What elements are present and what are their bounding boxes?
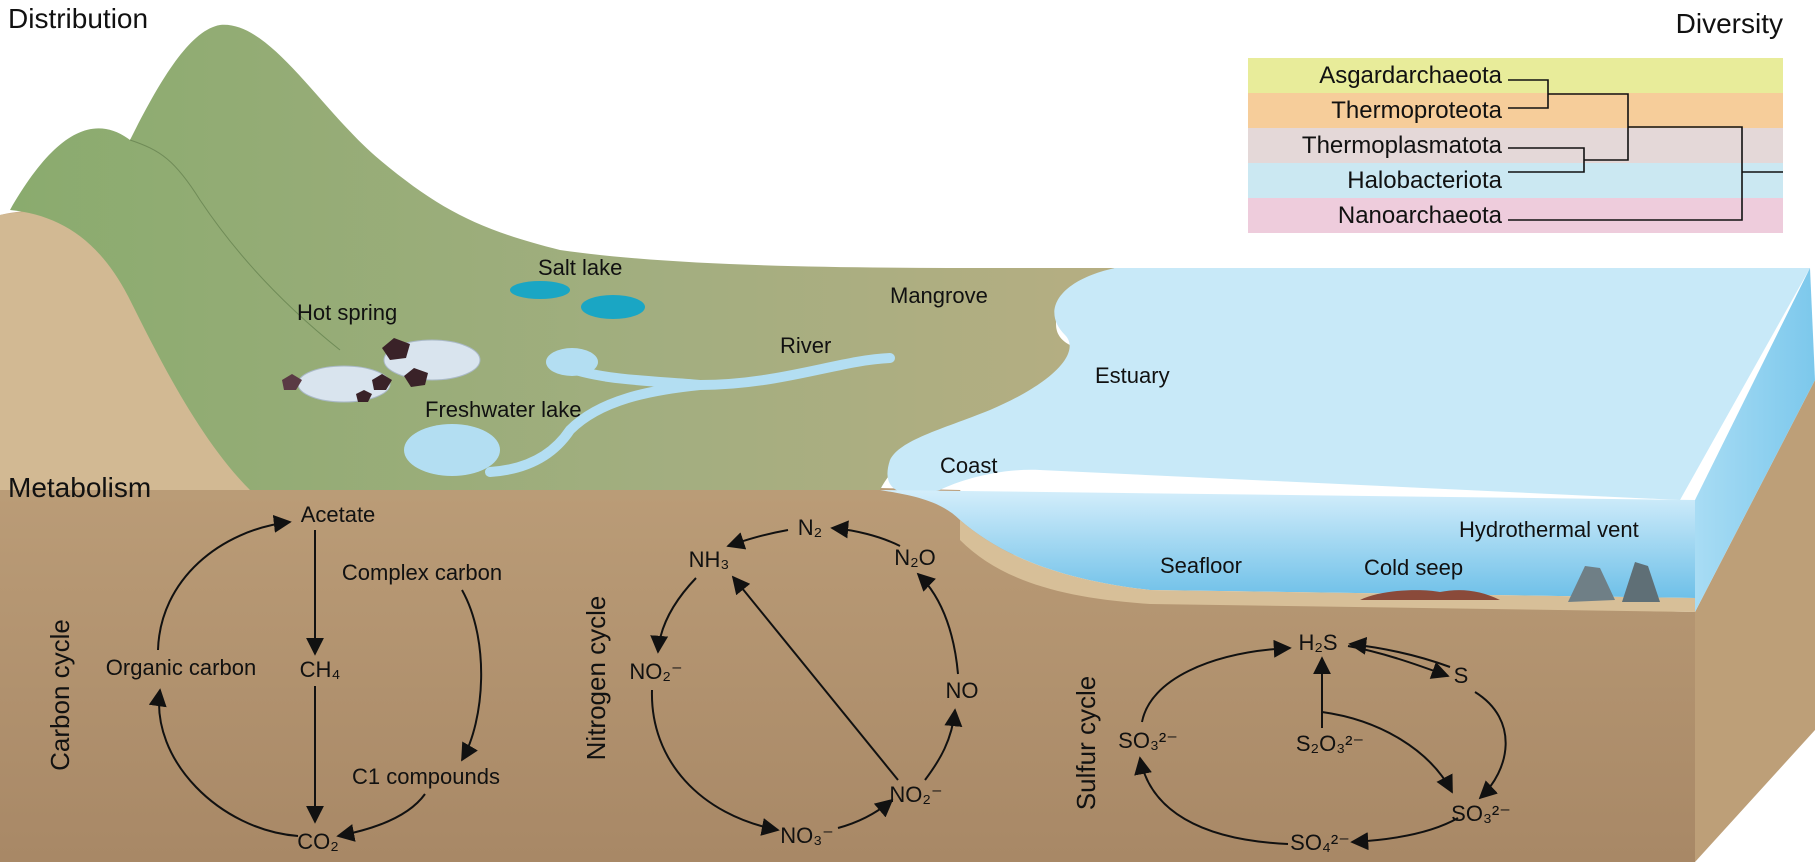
salt-lake-label: Salt lake — [538, 255, 622, 280]
carbon-cycle: Carbon cycle Acetate Complex carbon Orga… — [45, 502, 502, 854]
phylum-label-halobacteriota: Halobacteriota — [1347, 167, 1502, 194]
nitrogen-node-no2-right: NO₂⁻ — [889, 782, 942, 807]
arrow-n2-to-nh3 — [726, 529, 789, 550]
phylum-label-thermoplasmatota: Thermoplasmatota — [1302, 132, 1503, 159]
arrow-nh3-to-no2 — [650, 577, 697, 654]
phylum-band — [1248, 93, 1783, 128]
sulfur-node-h2s: H₂S — [1298, 630, 1337, 655]
phylum-label-nanoarchaeota: Nanoarchaeota — [1338, 202, 1503, 229]
sulfur-cycle: Sulfur cycle H₂S S SO₃²⁻ S₂O₃²⁻ SO₃²⁻ SO… — [1071, 630, 1511, 855]
arrow-no2-to-no3 — [650, 689, 780, 836]
sulfur-node-s: S — [1454, 663, 1469, 688]
ocean-surface — [887, 268, 1810, 500]
arrow-no2-to-nh3 — [731, 575, 899, 781]
soil-side-face — [1695, 380, 1815, 862]
carbon-node-ch4: CH₄ — [300, 657, 341, 682]
hydrothermal-vent-2 — [1622, 562, 1660, 602]
nitrogen-node-n2: N₂ — [798, 515, 822, 540]
mountain-ridge-line — [129, 139, 341, 351]
phylum-band — [1248, 58, 1783, 93]
sulfur-node-s2o3: S₂O₃²⁻ — [1296, 731, 1364, 756]
nitrogen-node-no2-left: NO₂⁻ — [629, 659, 682, 684]
freshwater-lake-large — [404, 424, 500, 476]
cold-seep-label: Cold seep — [1364, 555, 1463, 580]
arrow-so4-to-so3 — [1134, 756, 1289, 845]
freshwater-lake-small — [546, 348, 598, 376]
salt-lake-2 — [581, 295, 645, 319]
seafloor-strip — [960, 520, 1695, 612]
river-label: River — [780, 333, 831, 358]
seafloor-label: Seafloor — [1160, 553, 1242, 578]
carbon-node-co2: CO₂ — [297, 829, 339, 854]
land-surface — [10, 24, 1115, 490]
nitrogen-cycle: Nitrogen cycle N₂ NH₃ N₂O NO₂⁻ NO NO₂⁻ N… — [581, 515, 979, 848]
sulfur-node-so3-right: SO₃²⁻ — [1451, 801, 1511, 826]
arrow-s-to-so3 — [1474, 691, 1507, 800]
nitrogen-node-no3: NO₃⁻ — [780, 823, 834, 848]
carbon-cycle-title: Carbon cycle — [45, 619, 75, 771]
carbon-node-acetate: Acetate — [301, 502, 376, 527]
distribution-title: Distribution — [8, 3, 148, 34]
arrow-n2o-to-n2 — [830, 520, 901, 547]
diversity-panel: Asgardarchaeota Thermoproteota Thermopla… — [1248, 58, 1783, 233]
hot-spring-label: Hot spring — [297, 300, 397, 325]
ocean-side-face — [1695, 268, 1815, 612]
arrow-s2o3-to-so3 — [1321, 711, 1453, 794]
nitrogen-cycle-title: Nitrogen cycle — [581, 596, 611, 761]
freshwater-lake-label: Freshwater lake — [425, 397, 582, 422]
phylogenetic-tree — [1508, 79, 1783, 221]
ocean-water-body — [880, 490, 1695, 598]
arrow-no-to-n2o — [916, 572, 959, 675]
phylum-band — [1248, 163, 1783, 198]
phylum-band — [1248, 128, 1783, 163]
hydrothermal-vent-label: Hydrothermal vent — [1459, 517, 1639, 542]
sulfur-node-so3-left: SO₃²⁻ — [1118, 728, 1178, 753]
cold-seep-mound — [1360, 590, 1500, 600]
coast-label: Coast — [940, 453, 997, 478]
sulfur-cycle-arrows — [1134, 636, 1507, 851]
mangrove-label: Mangrove — [890, 283, 988, 308]
arrow-organic-to-acetate — [157, 514, 292, 651]
arrow-complex-to-c1 — [461, 589, 483, 762]
diversity-title: Diversity — [1676, 8, 1783, 39]
arrow-so3-to-so4 — [1350, 817, 1459, 851]
arrow-so3-to-h2s — [1141, 639, 1292, 723]
metabolism-title: Metabolism — [8, 472, 151, 503]
phylum-label-thermoproteota: Thermoproteota — [1331, 97, 1502, 124]
sulfur-cycle-title: Sulfur cycle — [1071, 676, 1101, 810]
sulfur-node-so4: SO₄²⁻ — [1290, 830, 1350, 855]
carbon-node-organic-carbon: Organic carbon — [106, 655, 256, 680]
estuary-label: Estuary — [1095, 363, 1170, 388]
hot-spring-rocks — [282, 338, 428, 402]
hydrothermal-vent-1 — [1568, 566, 1615, 602]
salt-lake-1 — [510, 281, 570, 299]
arrow-co2-to-organic — [148, 688, 299, 837]
nitrogen-node-n2o: N₂O — [894, 545, 936, 570]
hill-slope-section — [0, 212, 250, 490]
arrow-c1-to-co2 — [336, 793, 426, 842]
carbon-node-c1-compounds: C1 compounds — [352, 764, 500, 789]
river-channel — [485, 353, 895, 477]
arrow-s-to-h2s — [1348, 636, 1451, 668]
phylum-band — [1248, 198, 1783, 233]
phylum-label-asgardarchaeota: Asgardarchaeota — [1319, 62, 1502, 89]
arrow-no2-to-no — [924, 708, 963, 781]
carbon-cycle-arrows — [148, 514, 483, 842]
arrow-no3-to-no2 — [837, 798, 894, 829]
carbon-node-complex-carbon: Complex carbon — [342, 560, 502, 585]
nitrogen-cycle-arrows — [650, 520, 963, 836]
nitrogen-node-nh3: NH₃ — [689, 547, 730, 572]
nitrogen-node-no: NO — [946, 678, 979, 703]
